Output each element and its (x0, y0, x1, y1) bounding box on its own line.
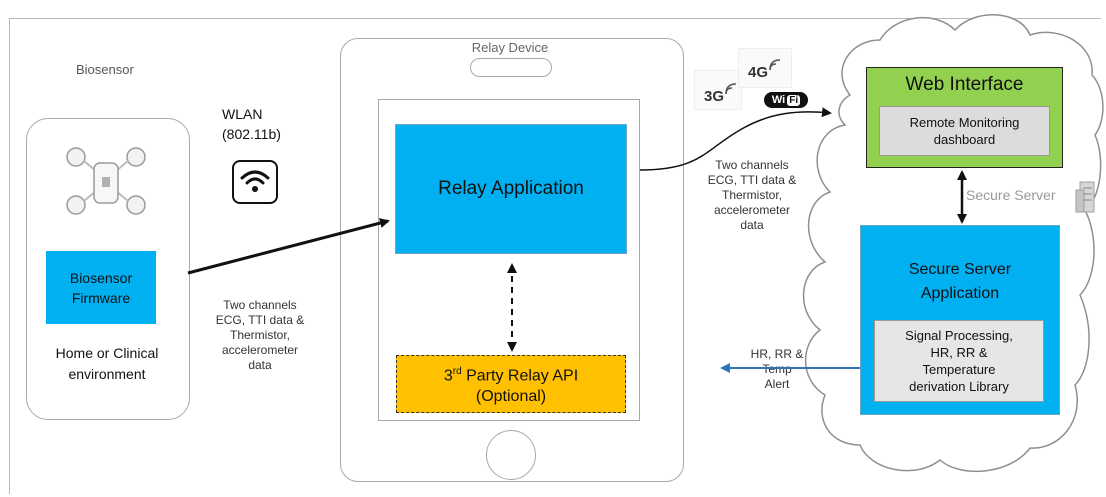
firmware-label-line2: Firmware (71, 289, 131, 306)
phone-speaker (470, 58, 552, 77)
lib-line3: Temperature (922, 362, 996, 377)
wifi-logo-icon: Wi Fi (764, 92, 808, 108)
network-logos: 3G 4G Wi Fi (694, 48, 810, 118)
wifi-icon (232, 160, 278, 204)
signal-4g-icon (769, 59, 781, 71)
network-3g-label: 3G (704, 88, 725, 105)
alert-label-line2: Temp (762, 362, 792, 376)
remote-monitoring-dashboard-box: Remote Monitoring dashboard (879, 106, 1050, 156)
relay-api-ordinal-suffix: rd (452, 365, 462, 377)
environment-label-line1: Home or Clinical (55, 345, 159, 361)
right-data-label-line4: accelerometer (713, 203, 791, 217)
relay-application-label: Relay Application (438, 178, 584, 199)
secure-server-label: Secure Server (966, 187, 1056, 203)
diagram-frame (9, 18, 1101, 494)
biosensor-title: Biosensor (76, 62, 134, 77)
relay-api-line2: (Optional) (475, 388, 547, 406)
biosensor-device-icon (66, 147, 146, 215)
third-party-relay-api-box: 3rd Party Relay API (Optional) (396, 355, 626, 413)
secure-server-application-title: Secure Server Application (860, 258, 1060, 306)
network-3g-tile (694, 70, 742, 110)
left-data-label-line4: accelerometer (221, 343, 299, 357)
signal-processing-library-box: Signal Processing, HR, RR & Temperature … (874, 320, 1044, 402)
left-data-label-line1: Two channels (223, 298, 297, 312)
server-icon (1075, 181, 1095, 213)
dashboard-label-line1: Remote Monitoring (909, 115, 1020, 130)
server-app-line1: Secure Server (908, 261, 1012, 278)
wlan-label: WLAN (802.11b) (222, 104, 281, 144)
network-4g-label: 4G (748, 64, 769, 81)
alert-label-line1: HR, RR & (750, 347, 804, 361)
wifi-logo-w: Wi (771, 94, 786, 106)
left-data-label-line2: ECG, TTI data & (215, 313, 305, 327)
right-data-label-line3: Thermistor, (721, 188, 782, 202)
environment-label: Home or Clinical environment (30, 343, 184, 385)
right-data-label-line2: ECG, TTI data & (707, 173, 797, 187)
lib-line4: derivation Library (909, 379, 1009, 394)
right-data-label-line5: data (740, 218, 764, 232)
relay-api-line1: 3rd Party Relay API (444, 361, 578, 386)
network-4g-tile (738, 48, 792, 88)
relay-device-title: Relay Device (471, 40, 549, 55)
dashboard-label-line2: dashboard (933, 132, 996, 147)
firmware-label-line1: Biosensor (69, 269, 133, 286)
wlan-label-line2: (802.11b) (222, 126, 281, 142)
relay-api-ordinal: 3 (443, 367, 453, 385)
right-data-label-line1: Two channels (715, 158, 789, 172)
lib-line2: HR, RR & (930, 345, 988, 360)
signal-3g-icon (725, 83, 737, 95)
relay-api-title: Party Relay API (461, 367, 579, 385)
alert-label: HR, RR & Temp Alert (737, 347, 817, 392)
phone-home-button (486, 430, 536, 480)
right-data-label: Two channels ECG, TTI data & Thermistor,… (697, 158, 807, 233)
lib-line1: Signal Processing, (905, 328, 1013, 343)
relay-application-box: Relay Application (395, 124, 627, 254)
web-interface-title: Web Interface (905, 74, 1024, 95)
server-app-line2: Application (920, 285, 1000, 302)
left-data-label: Two channels ECG, TTI data & Thermistor,… (205, 298, 315, 373)
left-data-label-line5: data (248, 358, 272, 372)
alert-label-line3: Alert (764, 377, 790, 391)
wlan-label-line1: WLAN (222, 106, 263, 122)
left-data-label-line3: Thermistor, (229, 328, 290, 342)
wifi-logo-fi: Fi (787, 94, 801, 106)
environment-label-line2: environment (68, 366, 146, 382)
